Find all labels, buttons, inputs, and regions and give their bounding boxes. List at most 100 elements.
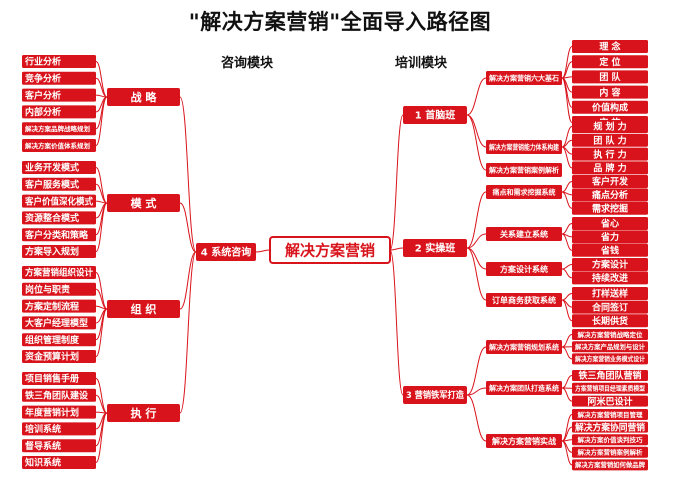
connector-line <box>466 394 487 442</box>
connector-line <box>179 251 197 414</box>
left-group-node-2-label: 组 织 <box>131 302 157 316</box>
left-group-node-3: 执 行 <box>107 404 180 422</box>
left-item: 知识系统 <box>22 456 96 469</box>
left-item-label: 方案营销组织设计 <box>25 267 93 279</box>
left-item-label: 客户价值深化模式 <box>24 195 93 207</box>
right-leaf: 铁三角团队营销 <box>572 370 648 382</box>
connector-line <box>561 146 573 169</box>
right-leaf-label: 需求挖掘 <box>592 203 628 215</box>
right-leaf: 解决方案营销案例解析 <box>572 446 648 458</box>
left-group-node-0: 战 略 <box>107 88 180 106</box>
left-item-label: 业务开发模式 <box>25 162 79 174</box>
right-sub-node: 解决方案营销案例解析 <box>486 163 562 177</box>
connector-line <box>389 249 404 396</box>
right-leaf-label: 内 容 <box>599 86 620 98</box>
left-branch-node-label: 4 系统咨询 <box>201 246 251 259</box>
left-group-node-1-label: 模 式 <box>131 196 157 210</box>
right-leaf-label: 执 行 力 <box>593 148 626 160</box>
right-branch-node-2: 3 营销铁军打造 <box>403 386 467 404</box>
connector-line <box>95 96 108 146</box>
connector-line <box>466 191 487 249</box>
left-item-label: 客户分析 <box>24 89 61 101</box>
right-leaf: 需求挖掘 <box>572 201 648 215</box>
right-leaf-label: 解决方案价值谈判技巧 <box>578 435 644 444</box>
right-leaf: 打样送样 <box>572 287 648 300</box>
left-item: 组织管理制度 <box>22 333 96 347</box>
right-sub-node-label: 方案设计系统 <box>500 264 548 274</box>
right-leaf: 团 队 力 <box>572 133 648 147</box>
right-branch-node-1-label: 2 实操班 <box>415 242 455 255</box>
section-training-label: 培训模块 <box>395 56 448 71</box>
right-leaf: 价值构成 <box>572 100 648 114</box>
right-branch-node-0-label: 1 首脑班 <box>415 109 455 122</box>
left-item-label: 资金预算计划 <box>25 351 79 363</box>
right-leaf-label: 合同签订 <box>592 301 628 313</box>
connector-line <box>95 412 108 463</box>
right-sub-node-label: 解决方案营销案例解析 <box>489 166 559 175</box>
connector-line <box>561 299 573 322</box>
section-consulting-label: 咨询模块 <box>221 56 274 71</box>
connector-line <box>466 247 487 270</box>
left-group-node-2: 组 织 <box>107 300 180 318</box>
connector-line <box>179 96 197 253</box>
right-leaf-label: 解决方案营销项目管理 <box>578 410 644 419</box>
right-leaf: 持续改进 <box>572 271 648 285</box>
left-item-label: 年度营销计划 <box>25 406 79 418</box>
left-item-label: 铁三角团队建设 <box>25 390 89 402</box>
left-item: 解决方案品牌战略规划 <box>22 122 96 136</box>
left-item-label: 知识系统 <box>24 457 61 469</box>
right-branch-node-2-label: 3 营销铁军打造 <box>406 389 465 401</box>
right-leaf: 省力 <box>572 230 648 244</box>
right-leaf-label: 解决方案营销战略定位 <box>578 330 644 339</box>
left-item: 项目销售手册 <box>22 372 96 385</box>
left-item: 年度营销计划 <box>22 405 96 419</box>
right-leaf-label: 客户开发 <box>591 176 629 188</box>
left-item: 岗位与职责 <box>22 282 96 296</box>
right-leaf: 省心 <box>572 217 648 230</box>
connector-line <box>466 387 487 396</box>
left-item: 客户分类和策略 <box>22 228 96 242</box>
right-leaf-label: 长期供货 <box>592 315 628 327</box>
right-sub-node-label: 解决方案营销六大基石 <box>489 74 559 83</box>
right-sub-node-label: 解决方案营销实战 <box>492 436 556 446</box>
right-sub-node-label: 解决方案团队打造系统 <box>489 384 559 393</box>
left-group-node-3-label: 执 行 <box>131 406 157 420</box>
right-branch-node-1: 2 实操班 <box>403 239 467 257</box>
left-item: 客户价值深化模式 <box>22 194 96 208</box>
connector-line <box>466 77 487 116</box>
right-leaf-label: 省钱 <box>600 245 619 257</box>
left-item-label: 解决方案价值体系规划 <box>25 141 91 150</box>
center-node-label: 解决方案营销 <box>285 241 375 259</box>
right-leaf-label: 价值构成 <box>592 102 628 114</box>
right-leaf: 解决方案营销战略定位 <box>572 329 648 340</box>
right-leaf-label: 品 牌 力 <box>593 162 626 174</box>
right-leaf: 定 位 <box>572 55 648 69</box>
connector-line <box>466 233 487 249</box>
connector-line <box>179 202 197 253</box>
left-branch-node: 4 系统咨询 <box>196 243 256 261</box>
right-leaf-label: 理 念 <box>599 41 620 53</box>
connector-line <box>466 247 487 301</box>
left-item: 解决方案价值体系规划 <box>22 139 96 152</box>
right-leaf-label: 打样送样 <box>592 288 628 300</box>
left-item-label: 方案定制流程 <box>25 300 79 312</box>
right-leaf-label: 团 队 力 <box>593 135 626 147</box>
left-item-label: 内部分析 <box>25 106 61 118</box>
left-item: 行业分析 <box>22 55 96 68</box>
connector-line <box>561 264 573 270</box>
right-sub-node-label: 痛点和需求挖掘系统 <box>493 188 556 197</box>
right-leaf-label: 方案设计 <box>592 259 628 271</box>
left-item-label: 大客户经理模型 <box>25 317 88 329</box>
connector-line <box>95 308 108 357</box>
left-item-label: 行业分析 <box>24 56 61 68</box>
left-item-label: 督导系统 <box>25 440 61 452</box>
connector-line <box>255 249 271 253</box>
connector-line <box>389 247 404 251</box>
left-item: 竞争分析 <box>22 71 96 85</box>
left-item: 铁三角团队建设 <box>22 388 96 402</box>
right-leaf-label: 解决方案营销业务模式设计 <box>575 354 645 363</box>
left-item-label: 解决方案品牌战略规划 <box>25 124 91 133</box>
right-leaf-label: 省力 <box>600 231 619 243</box>
right-leaf: 品 牌 力 <box>572 161 648 175</box>
